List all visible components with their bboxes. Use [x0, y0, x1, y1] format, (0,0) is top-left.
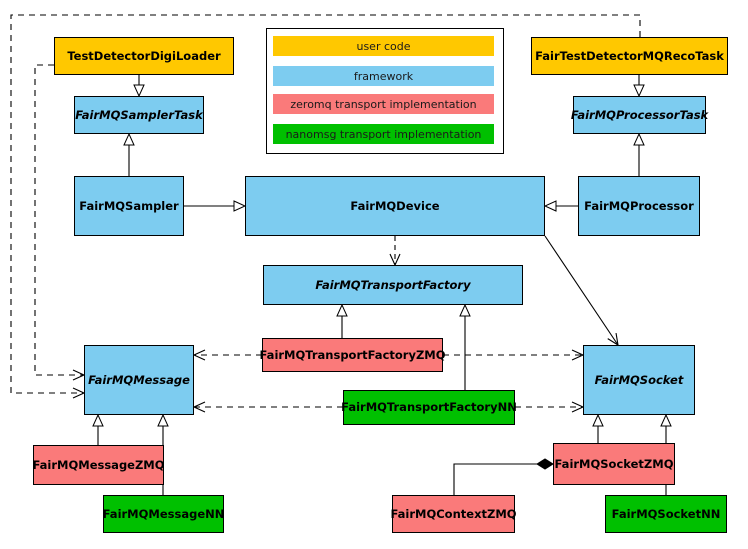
class-node-fairmqtransportfactoryzmq[interactable]: FairMQTransportFactoryZMQ [260, 338, 446, 372]
class-node-fairmqsampler[interactable]: FairMQSampler [74, 176, 184, 236]
class-node-fairmqsamplertask[interactable]: FairMQSamplerTask [74, 96, 204, 134]
class-node-fairmqsocketnn[interactable]: FairMQSocketNN [605, 495, 727, 533]
class-node-fairmqmessage[interactable]: FairMQMessage [84, 345, 194, 415]
class-node-fairmqmessagenn[interactable]: FairMQMessageNN [103, 495, 224, 533]
class-node-fairmqsocketzmq[interactable]: FairMQSocketZMQ [553, 443, 675, 485]
class-node-fairmqmessagezmq[interactable]: FairMQMessageZMQ [32, 445, 165, 485]
class-node-fairmqprocessortask[interactable]: FairMQProcessorTask [571, 96, 708, 134]
class-node-fairtestdetectormqrecotask[interactable]: FairTestDetectorMQRecoTask [531, 37, 728, 75]
legend-item-zeromq: zeromq transport implementation [273, 94, 494, 114]
class-node-fairmqtransportfactorynn[interactable]: FairMQTransportFactoryNN [341, 390, 517, 425]
class-node-fairmqtransportfactory[interactable]: FairMQTransportFactory [263, 265, 523, 305]
legend-item-framework: framework [273, 66, 494, 86]
edge-device-socket [544, 235, 619, 347]
class-node-fairmqsocket[interactable]: FairMQSocket [583, 345, 695, 415]
class-node-fairmqdevice[interactable]: FairMQDevice [245, 176, 545, 236]
class-node-fairmqcontextzmq[interactable]: FairMQContextZMQ [390, 495, 517, 533]
edge-contextzmq-socketzmq [453, 458, 554, 495]
class-node-fairmqprocessor[interactable]: FairMQProcessor [578, 176, 700, 236]
class-node-testdetectordigiloader[interactable]: TestDetectorDigiLoader [54, 37, 234, 75]
legend-item-user: user code [273, 36, 494, 56]
legend-item-nanomsg: nanomsg transport implementation [273, 124, 494, 144]
